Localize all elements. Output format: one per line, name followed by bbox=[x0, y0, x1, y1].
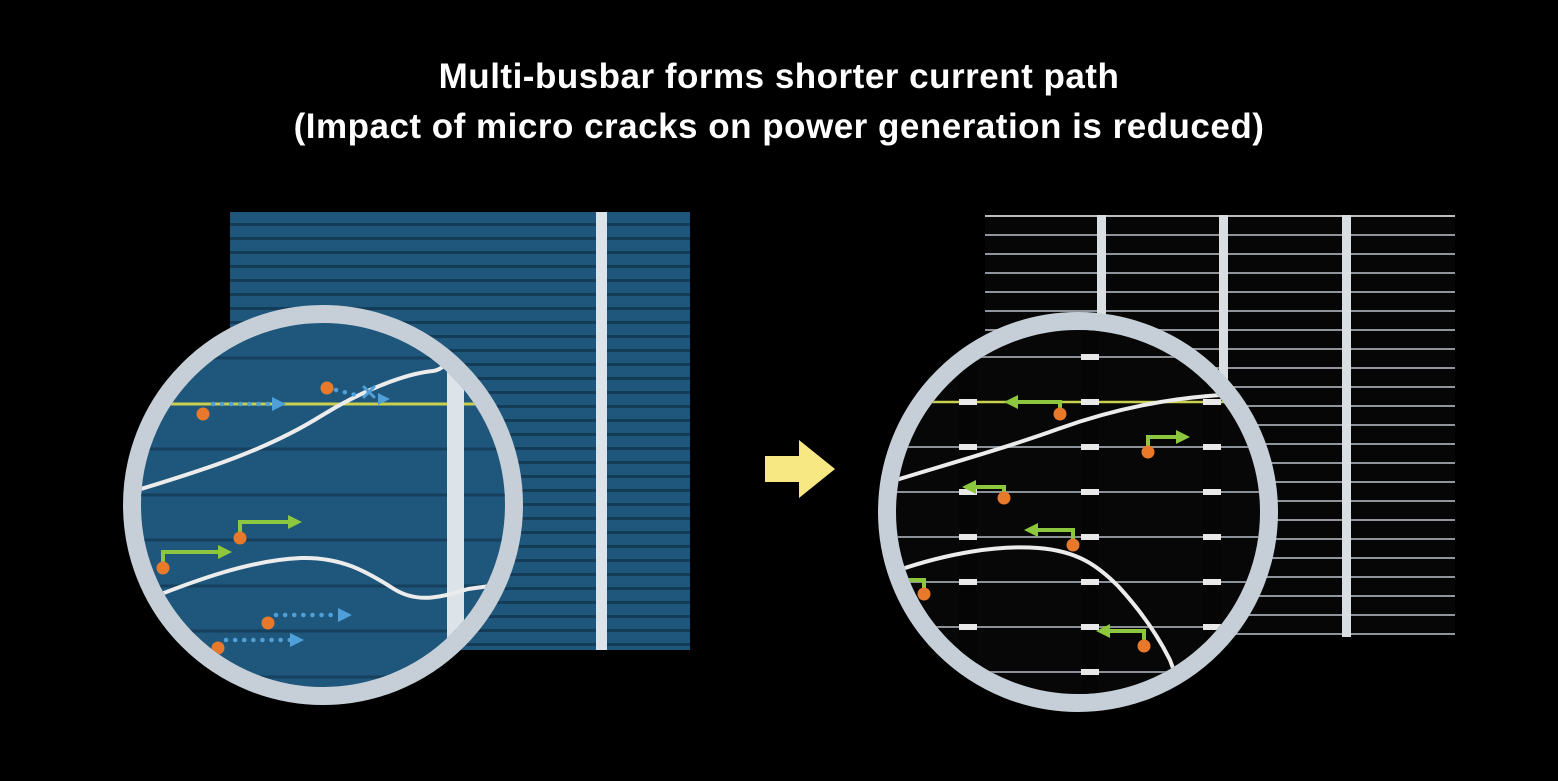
carrier-dots bbox=[917, 407, 1155, 653]
title-line-1: Multi-busbar forms shorter current path bbox=[438, 57, 1120, 96]
title-line-2: (Impact of micro cracks on power generat… bbox=[293, 107, 1265, 146]
magnified-multi-busbars bbox=[959, 330, 1221, 694]
carrier-dots bbox=[156, 381, 334, 655]
long-blocked-current-paths bbox=[210, 385, 390, 647]
left-magnifier bbox=[123, 305, 523, 705]
right-magnifier-view bbox=[896, 330, 1260, 694]
magnified-busbar bbox=[447, 352, 464, 687]
diagram-title: Multi-busbar forms shorter current path … bbox=[0, 52, 1558, 152]
multi-busbar-3 bbox=[1342, 215, 1351, 637]
transition-arrow-icon bbox=[765, 440, 835, 498]
right-magnifier bbox=[878, 312, 1278, 712]
crack-block-x-icon bbox=[362, 385, 376, 399]
conventional-cell-busbar bbox=[596, 212, 607, 650]
left-magnifier-view bbox=[141, 323, 505, 687]
micro-cracks bbox=[896, 390, 1260, 684]
